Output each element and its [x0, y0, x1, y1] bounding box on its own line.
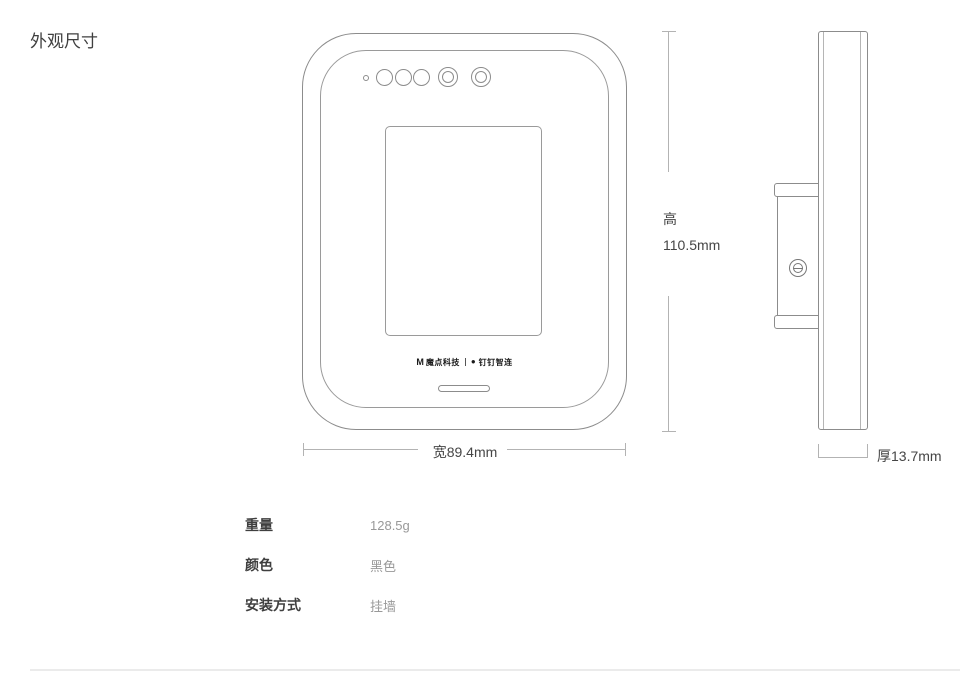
camera-lens-icon — [471, 67, 491, 87]
height-value-text: 110.5mm — [663, 237, 721, 253]
width-dim-line-left — [303, 449, 418, 450]
side-edge-line — [823, 32, 824, 429]
speaker-slot — [438, 385, 490, 392]
camera-lens-icon — [438, 67, 458, 87]
mount-bracket-body — [777, 196, 819, 316]
height-dim-tick-bottom — [662, 431, 676, 432]
spec-value-color: 黑色 — [370, 558, 397, 574]
sensor-circle-icon — [376, 69, 393, 86]
spec-value-weight: 128.5g — [370, 517, 410, 533]
width-dim-tick-right — [625, 443, 626, 456]
width-dim-line-right — [507, 449, 625, 450]
camera-lens-inner-ring — [475, 71, 487, 83]
sensor-circle-icon — [395, 69, 412, 86]
device-screen — [385, 126, 542, 336]
camera-lens-inner-ring — [442, 71, 454, 83]
dingtalk-logo-icon: ● — [470, 357, 476, 366]
screw-icon — [789, 259, 807, 277]
height-dim-line-lower — [668, 296, 669, 431]
mount-bracket-top-flange — [774, 183, 819, 197]
sensor-dot-icon — [363, 75, 369, 81]
logo-separator — [464, 358, 466, 366]
height-label-text: 高 — [663, 211, 677, 227]
height-dim-tick-top — [662, 31, 676, 32]
height-dimension-label: 高 110.5mm — [663, 206, 720, 258]
brand-logo-row: M 魔点科技 ● 钉钉智连 — [362, 356, 567, 368]
side-edge-line — [860, 32, 861, 429]
width-dimension-label: 宽89.4mm — [432, 444, 498, 460]
moredian-logo-icon: M — [416, 357, 423, 367]
spec-label-color: 颜色 — [245, 557, 273, 573]
brand-left-label: 魔点科技 — [425, 357, 460, 367]
section-divider — [30, 669, 960, 671]
table-row: 重量 128.5g — [245, 505, 665, 545]
sensor-circle-icon — [413, 69, 430, 86]
table-row: 颜色 黑色 — [245, 545, 665, 585]
device-side-outline — [818, 31, 868, 430]
thickness-dimension-label: 厚13.7mm — [877, 448, 942, 464]
spec-label-weight: 重量 — [245, 517, 273, 533]
height-dim-line-upper — [668, 31, 669, 172]
spec-label-mounting: 安装方式 — [245, 597, 301, 613]
thickness-dim-bracket — [818, 444, 868, 458]
brand-right-label: 钉钉智连 — [478, 357, 513, 367]
page-title: 外观尺寸 — [30, 32, 98, 51]
spec-table: 重量 128.5g 颜色 黑色 安装方式 挂墙 — [245, 505, 665, 625]
spec-value-mounting: 挂墙 — [370, 598, 397, 614]
mount-bracket-bottom-flange — [774, 315, 819, 329]
screw-slot — [793, 267, 803, 269]
table-row: 安装方式 挂墙 — [245, 585, 665, 625]
